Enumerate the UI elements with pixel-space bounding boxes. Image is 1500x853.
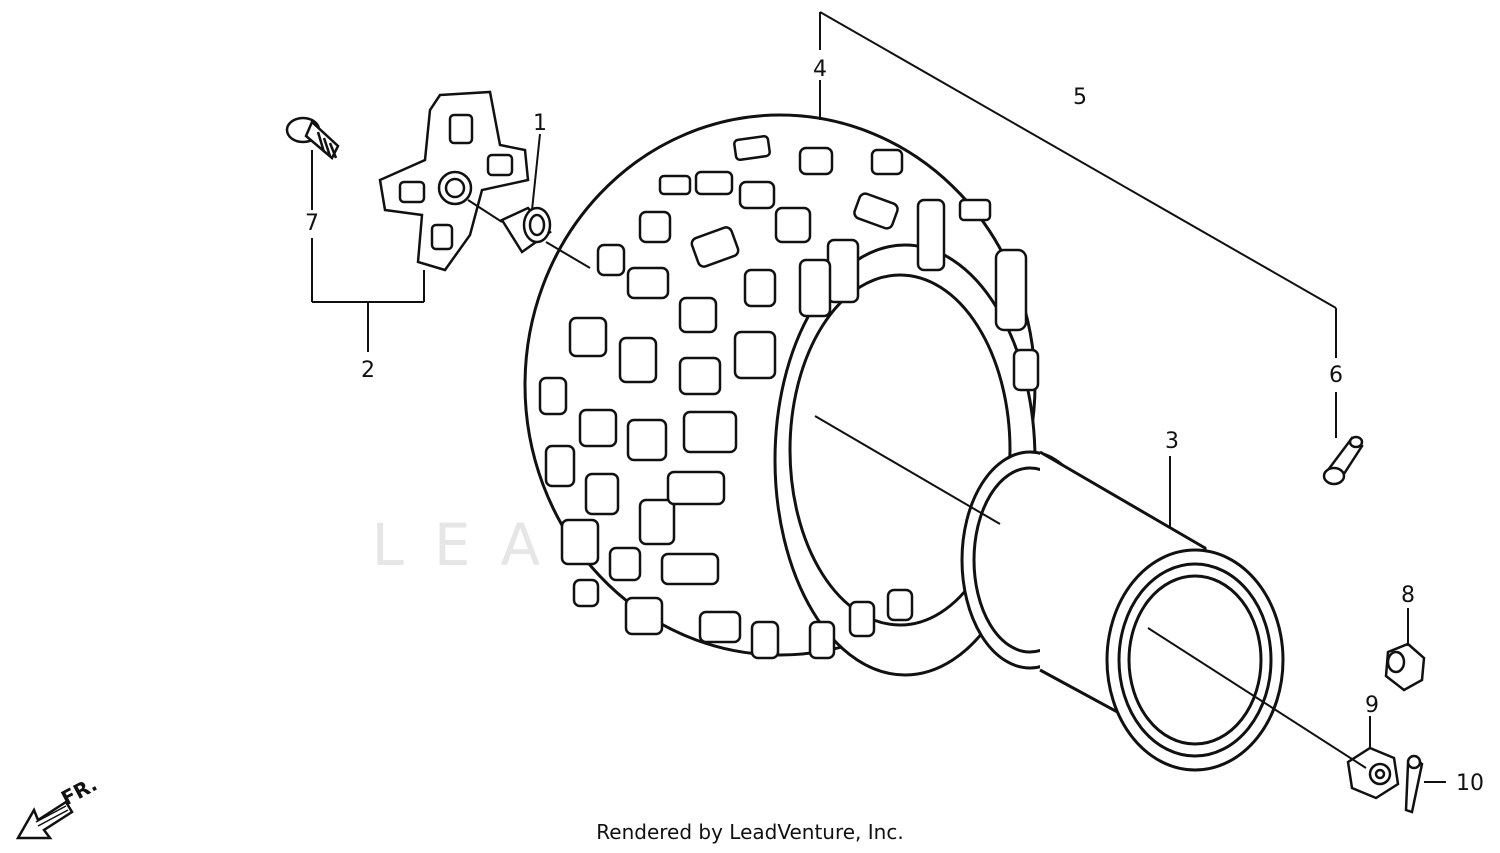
rim-part	[960, 450, 1285, 772]
cotter-pin-part	[1404, 754, 1424, 814]
castle-nut-part	[1346, 746, 1400, 800]
callout-2: 2	[361, 358, 375, 383]
callout-1: 1	[533, 111, 547, 136]
leader-lines	[311, 11, 1446, 783]
callout-3: 3	[1165, 429, 1179, 454]
arrow-icon	[15, 800, 74, 840]
callout-6: 6	[1329, 363, 1343, 388]
hub-plate-part	[378, 90, 530, 272]
callout-7: 7	[305, 211, 319, 236]
nut-part	[1384, 642, 1426, 692]
callout-8: 8	[1401, 583, 1415, 608]
collar-part	[500, 206, 552, 254]
bolt-part	[285, 116, 340, 160]
callout-4: 4	[813, 57, 827, 82]
callout-9: 9	[1365, 693, 1379, 718]
tire-part	[523, 113, 1040, 677]
rendered-by-footer: Rendered by LeadVenture, Inc.	[596, 820, 904, 844]
callout-5: 5	[1073, 85, 1087, 110]
valve-stem-part	[1322, 435, 1364, 486]
callout-10: 10	[1456, 771, 1484, 796]
